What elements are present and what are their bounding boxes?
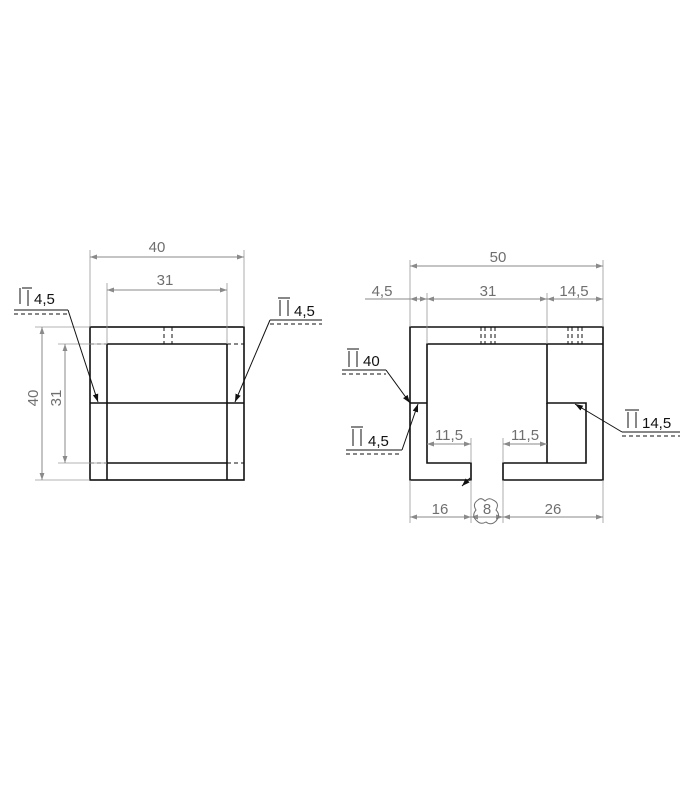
right-leader-bottom-left xyxy=(401,403,419,451)
right-dim-gap: 8 xyxy=(483,501,491,518)
right-callout-top-left: 40 xyxy=(363,353,380,370)
right-leader-right xyxy=(574,403,623,433)
left-callout-right: 4,5 xyxy=(294,303,315,320)
right-dim-total: 50 xyxy=(490,249,507,266)
right-view: 50 4,5 31 14,5 11,5 11,5 16 8 26 xyxy=(342,249,680,525)
right-dim-left: 4,5 xyxy=(372,283,393,300)
left-leader-left xyxy=(67,309,99,403)
left-dim-width-outer: 40 xyxy=(149,239,166,256)
left-view: 40 31 40 31 4,5 4,5 xyxy=(14,239,322,481)
left-leader-right xyxy=(234,319,271,403)
left-dim-height-inner: 31 xyxy=(48,390,65,407)
gap-cloud-mark xyxy=(473,498,499,525)
left-dim-height-outer: 40 xyxy=(25,390,42,407)
right-callout-bottom-left: 4,5 xyxy=(368,433,389,450)
left-dim-width-inner: 31 xyxy=(157,272,174,289)
right-dim-mid: 31 xyxy=(480,283,497,300)
right-dim-lip-right: 11,5 xyxy=(511,427,539,444)
right-dim-bottom-right: 26 xyxy=(545,501,562,518)
slot-pointer-arrow xyxy=(461,477,471,487)
right-dim-right: 14,5 xyxy=(559,283,588,300)
right-callout-right: 14,5 xyxy=(642,415,671,432)
right-dim-bottom-left: 16 xyxy=(432,501,449,518)
right-profile-outline xyxy=(409,326,604,481)
right-leader-top-left xyxy=(385,369,411,404)
left-callout-left: 4,5 xyxy=(34,291,55,308)
right-dim-lip-left: 11,5 xyxy=(435,427,463,444)
